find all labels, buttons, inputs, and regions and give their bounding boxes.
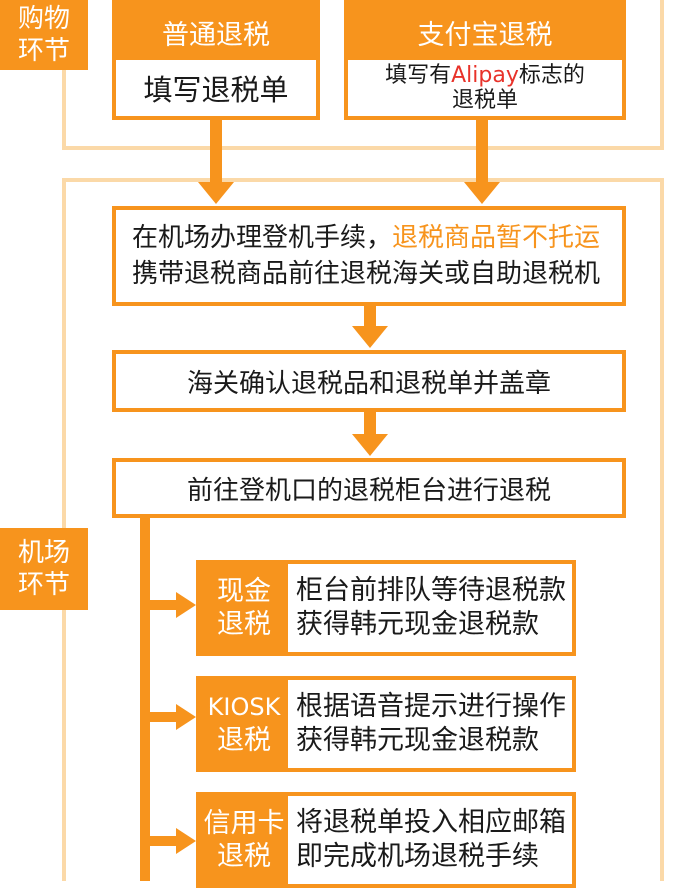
- refund-text-line2: 获得韩元现金退税款: [296, 609, 539, 640]
- refund-method-cash: 现金 退税 柜台前排队等待退税款 获得韩元现金退税款: [196, 560, 576, 656]
- alipay-refund-body: 填写有Alipay标志的 退税单: [385, 60, 585, 116]
- refund-method-label: 现金 退税: [200, 564, 288, 652]
- refund-method-text: 根据语音提示进行操作 获得韩元现金退税款: [288, 680, 572, 768]
- checkin-step-box: 在机场办理登机手续，退税商品暂不托运 携带退税商品前往退税海关或自助退税机: [112, 206, 626, 306]
- refund-label-line2: 退税: [217, 609, 271, 640]
- general-refund-body: 填写退税单: [143, 73, 289, 107]
- gate-step-box: 前往登机口的退税柜台进行退税: [112, 458, 626, 518]
- refund-label-line1: 现金: [217, 576, 271, 607]
- refund-method-label: 信用卡 退税: [200, 796, 288, 884]
- refund-method-text: 柜台前排队等待退税款 获得韩元现金退税款: [288, 564, 572, 652]
- shopping-stage-label: 购物 环节: [0, 0, 88, 70]
- refund-label-line1: KIOSK: [207, 693, 281, 721]
- checkin-highlight-text: 退税商品暂不托运: [392, 223, 601, 253]
- alipay-body-post: 标志的: [518, 63, 585, 88]
- shopping-stage-line1: 购物: [17, 4, 70, 34]
- refund-method-kiosk: KIOSK 退税 根据语音提示进行操作 获得韩元现金退税款: [196, 676, 576, 772]
- checkin-line1: 在机场办理登机手续，退税商品暂不托运: [132, 220, 600, 256]
- refund-method-credit-card: 信用卡 退税 将退税单投入相应邮箱 即完成机场退税手续: [196, 792, 576, 888]
- refund-text-line2: 获得韩元现金退税款: [296, 725, 539, 756]
- airport-stage-line1: 机场: [17, 538, 70, 568]
- checkin-line2: 携带退税商品前往退税海关或自助退税机: [132, 259, 601, 289]
- airport-frame-top: [62, 178, 664, 182]
- shopping-frame-left: [62, 0, 66, 150]
- refund-text-line2: 即完成机场退税手续: [296, 841, 539, 872]
- shopping-frame-right: [660, 0, 664, 150]
- refund-text-line1: 将退税单投入相应邮箱: [296, 807, 566, 838]
- refund-label-line2: 退税: [217, 841, 271, 872]
- checkin-line1-text: 在机场办理登机手续，: [132, 223, 393, 253]
- general-refund-box: 普通退税 填写退税单: [112, 0, 320, 120]
- alipay-refund-box: 支付宝退税 填写有Alipay标志的 退税单: [344, 0, 626, 120]
- refund-text-line1: 根据语音提示进行操作: [296, 691, 566, 722]
- alipay-body-pre: 填写有: [385, 63, 452, 88]
- airport-stage-line2: 环节: [17, 570, 70, 600]
- refund-method-label: KIOSK 退税: [200, 680, 288, 768]
- alipay-body-line1: 填写有Alipay标志的: [385, 63, 585, 88]
- refund-text-line1: 柜台前排队等待退税款: [296, 575, 566, 606]
- gate-step-text: 前往登机口的退税柜台进行退税: [186, 475, 551, 506]
- customs-step-text: 海关确认退税品和退税单并盖章: [186, 368, 551, 399]
- shopping-frame-bottom: [62, 146, 664, 150]
- alipay-brand-text: Alipay: [451, 63, 519, 88]
- general-refund-title: 普通退税: [116, 4, 316, 60]
- alipay-refund-title: 支付宝退税: [348, 4, 622, 60]
- airport-stage-label: 机场 环节: [0, 528, 88, 610]
- refund-method-text: 将退税单投入相应邮箱 即完成机场退税手续: [288, 796, 572, 884]
- customs-step-box: 海关确认退税品和退税单并盖章: [112, 350, 626, 412]
- airport-frame-right: [660, 178, 664, 881]
- alipay-body-line2: 退税单: [451, 88, 518, 113]
- refund-label-line1: 信用卡: [203, 808, 285, 839]
- shopping-stage-line2: 环节: [17, 36, 70, 66]
- refund-label-line2: 退税: [217, 725, 271, 756]
